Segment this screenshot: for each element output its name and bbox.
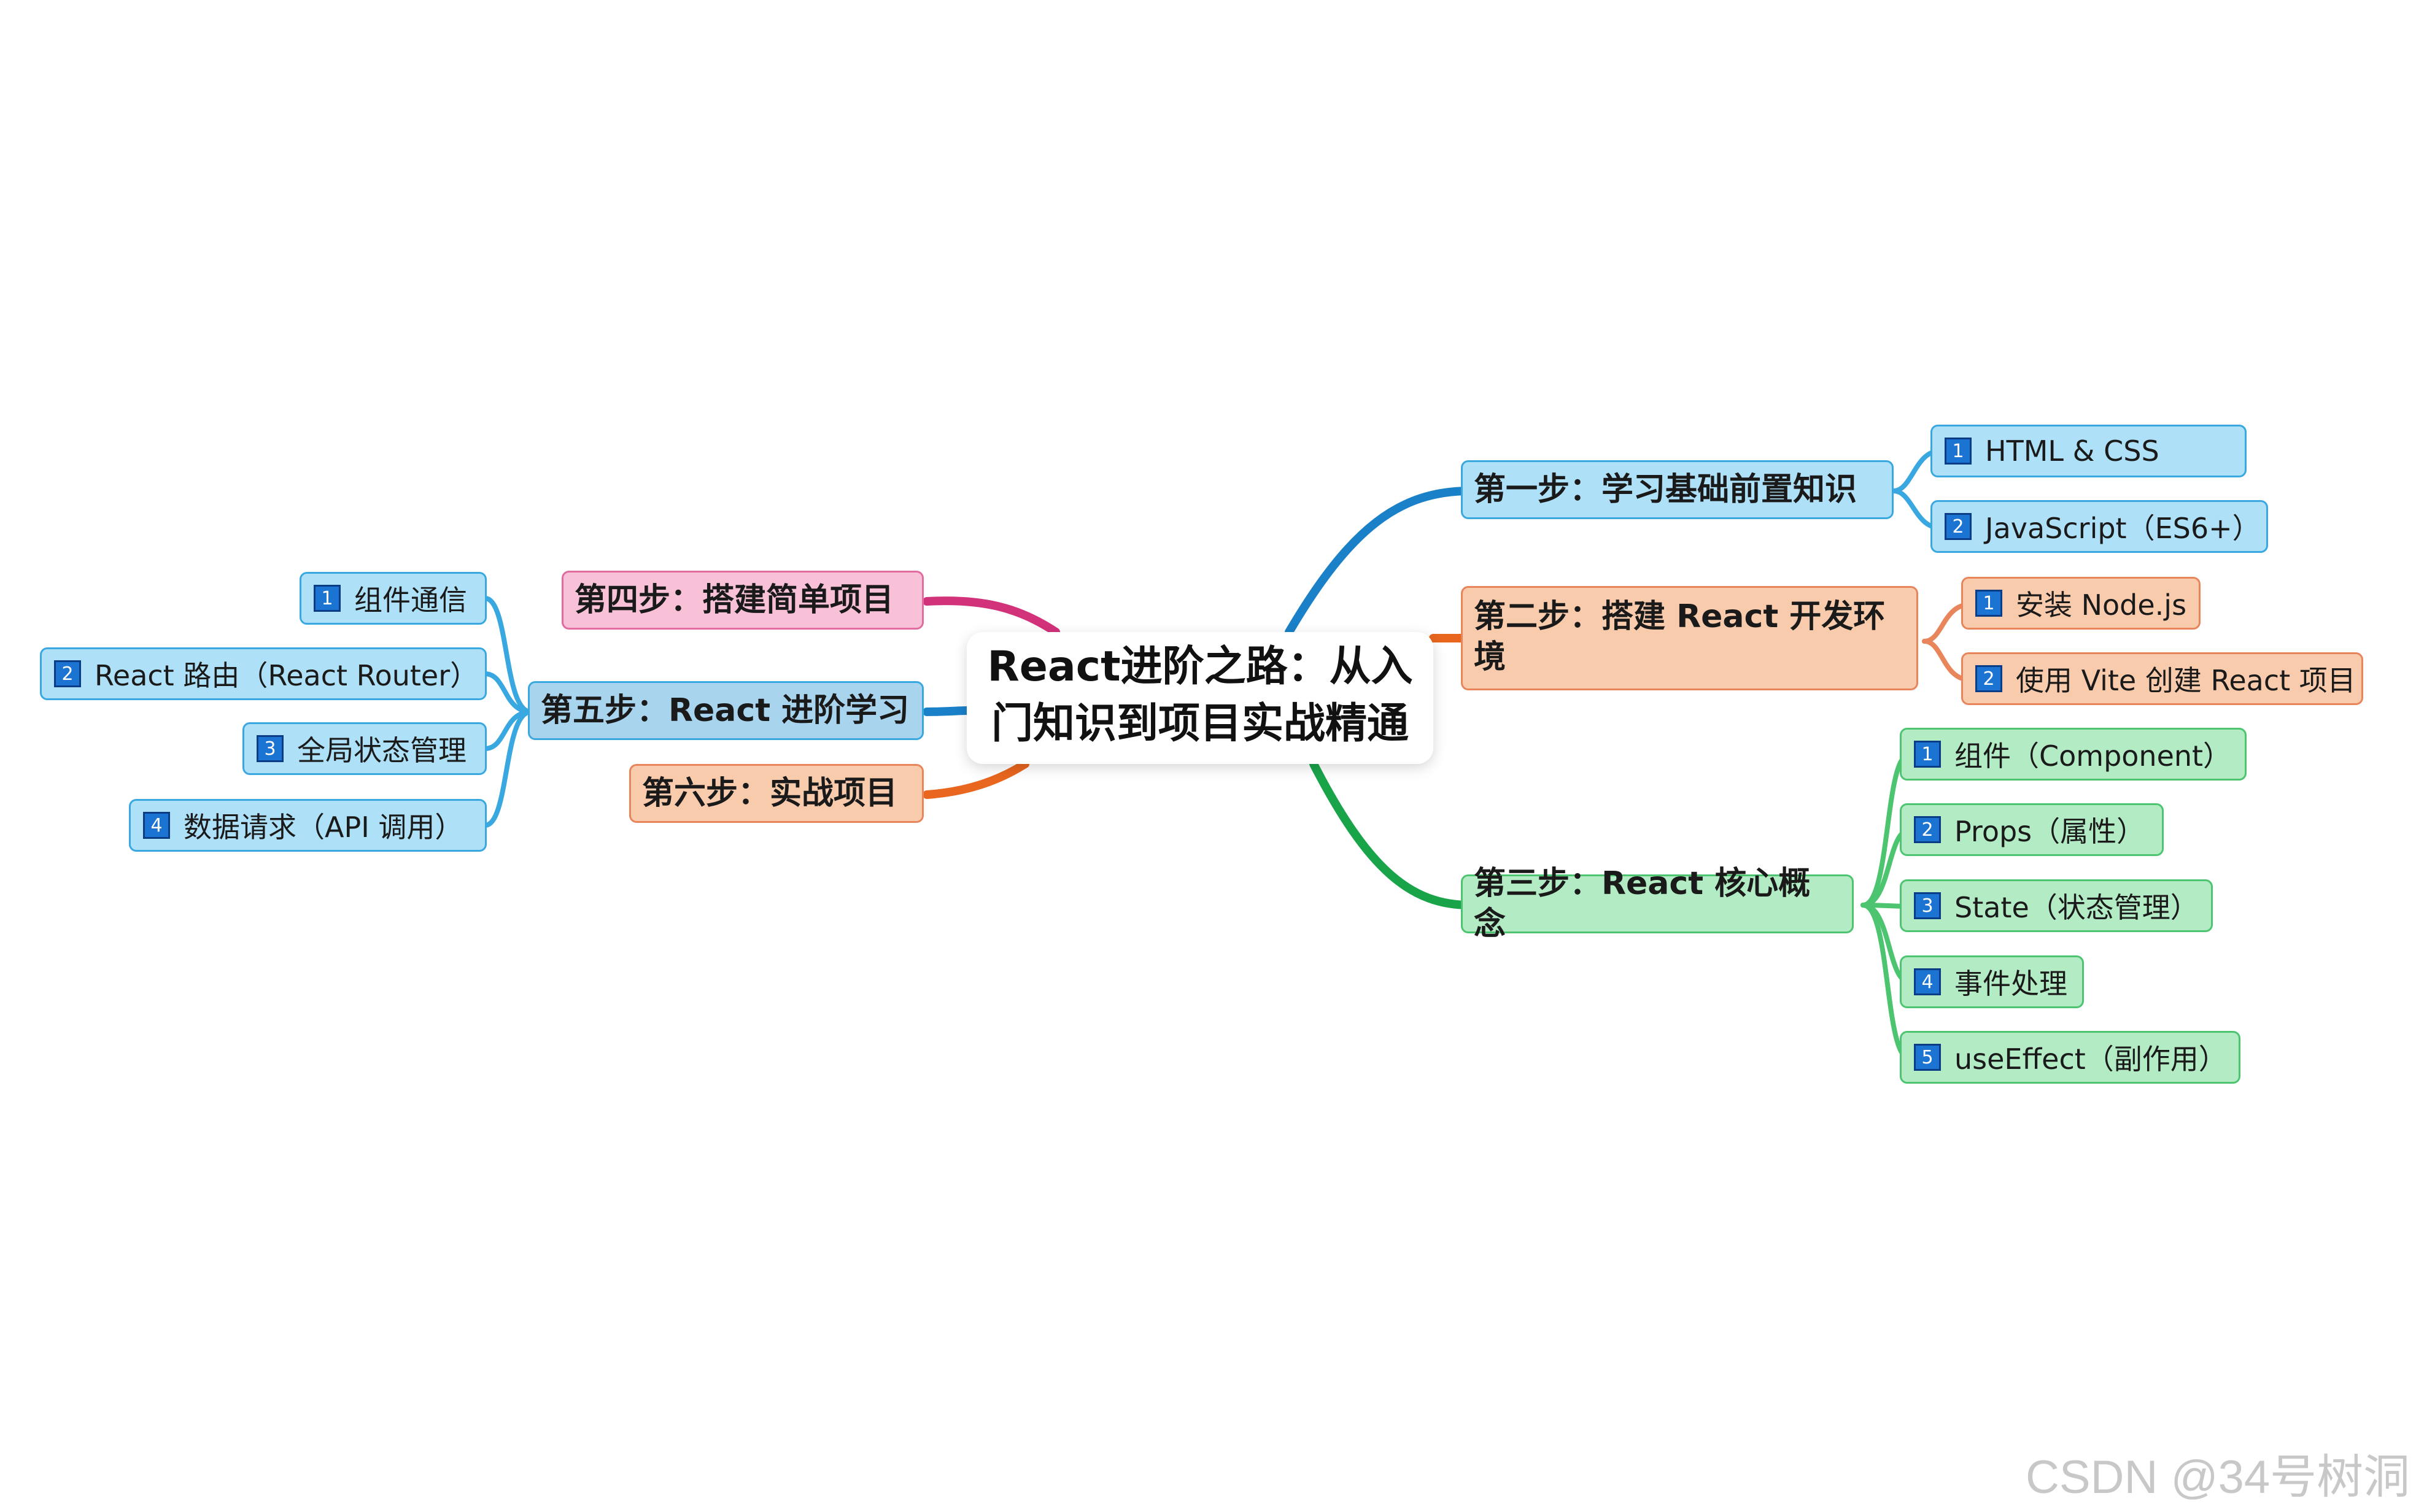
step3-child-component[interactable]: 1 组件（Component） [1900,728,2247,781]
connector-root-step5 [923,706,971,716]
connector-root-step1 [1285,487,1474,636]
number-badge-icon: 2 [1945,513,1972,540]
child-label: 事件处理 [1954,967,2067,1000]
step2-label: 第二步：搭建 React 开发环境 [1474,598,1886,676]
child-label: 组件通信 [354,584,467,617]
number-badge-icon: 2 [1914,816,1941,843]
number-badge-icon: 1 [1945,438,1972,465]
step1-child-javascript[interactable]: 2 JavaScript（ES6+） [1930,500,2268,553]
step3-label: 第三步：React 核心概念 [1474,865,1811,943]
connector-root-step3 [1309,760,1474,909]
step3-child-state[interactable]: 3 State（状态管理） [1900,879,2213,932]
number-badge-icon: 3 [1914,892,1941,919]
connector-root-step4 [923,596,1060,636]
step6-node[interactable]: 第六步：实战项目 [629,764,924,823]
number-badge-icon: 4 [1914,968,1941,995]
step2-child-vite[interactable]: 2 使用 Vite 创建 React 项目 [1961,652,2363,705]
step5-child-api[interactable]: 4 数据请求（API 调用） [129,799,487,852]
step4-label: 第四步：搭建简单项目 [575,582,894,619]
step5-node[interactable]: 第五步：React 进阶学习 [528,681,924,740]
step6-label: 第六步：实战项目 [642,775,898,812]
number-badge-icon: 3 [257,735,284,762]
step1-label: 第一步：学习基础前置知识 [1474,471,1857,508]
step5-child-communication[interactable]: 1 组件通信 [300,572,487,625]
child-label: 使用 Vite 创建 React 项目 [2016,664,2356,697]
step3-node[interactable]: 第三步：React 核心概念 [1461,865,1854,943]
step5-child-router[interactable]: 2 React 路由（React Router） [40,647,487,700]
child-label: React 路由（React Router） [95,659,479,692]
root-node[interactable] [967,632,1433,764]
child-label: 安装 Node.js [2016,588,2187,622]
step3-child-props[interactable]: 2 Props（属性） [1900,803,2164,856]
step4-node[interactable]: 第四步：搭建简单项目 [562,571,924,630]
child-label: Props（属性） [1954,815,2145,848]
number-badge-icon: 4 [143,812,170,839]
child-label: useEffect（副作用） [1954,1043,2227,1076]
connector-root-step6 [923,760,1029,799]
step2-child-node[interactable]: 1 安装 Node.js [1961,577,2201,630]
number-badge-icon: 1 [314,585,341,612]
step1-node[interactable]: 第一步：学习基础前置知识 [1461,460,1894,519]
root-title: React进阶之路：从入门知识到项目实战精通 [987,642,1413,748]
child-label: 数据请求（API 调用） [184,811,463,844]
child-label: State（状态管理） [1954,891,2199,924]
number-badge-icon: 2 [54,660,81,687]
child-label: 组件（Component） [1954,739,2232,773]
watermark: CSDN @34号树洞 [2026,1451,2410,1503]
child-label: 全局状态管理 [297,734,467,767]
step5-label: 第五步：React 进阶学习 [541,692,910,729]
child-label: JavaScript（ES6+） [1985,512,2261,545]
child-label: HTML & CSS [1985,434,2159,468]
number-badge-icon: 1 [1975,590,2002,617]
number-badge-icon: 5 [1914,1044,1941,1071]
step3-child-useeffect[interactable]: 5 useEffect（副作用） [1900,1031,2240,1084]
number-badge-icon: 2 [1975,665,2002,692]
number-badge-icon: 1 [1914,741,1941,768]
step2-node[interactable]: 第二步：搭建 React 开发环境 [1461,586,1918,690]
step5-child-global-state[interactable]: 3 全局状态管理 [242,722,487,775]
step1-child-html-css[interactable]: 1 HTML & CSS [1930,425,2247,477]
step3-child-events[interactable]: 4 事件处理 [1900,955,2084,1008]
